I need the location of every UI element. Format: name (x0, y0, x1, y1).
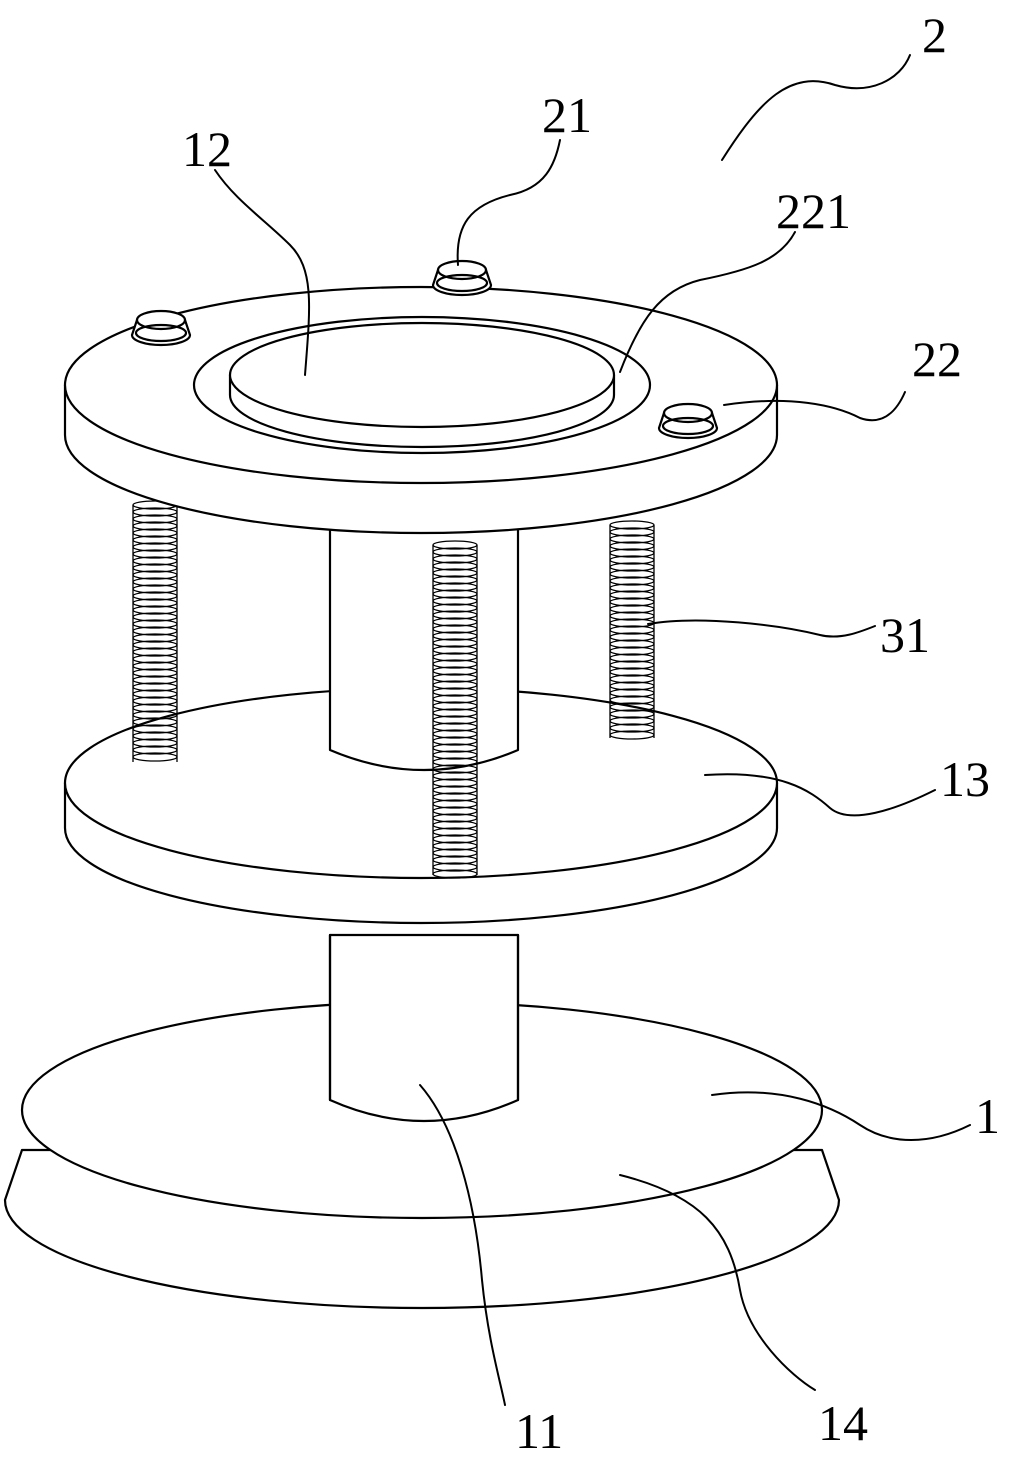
lower-column (328, 933, 520, 1123)
springs (132, 500, 655, 879)
pin-center (431, 259, 493, 297)
part-labels: 2 21 12 221 22 31 13 1 11 14 (182, 7, 1000, 1457)
middle-plate (63, 686, 779, 925)
label-221: 221 (776, 183, 851, 239)
label-13: 13 (940, 751, 990, 807)
leader-14 (619, 1174, 816, 1391)
label-11: 11 (515, 1403, 563, 1457)
top-plate (63, 259, 779, 535)
label-1: 1 (975, 1088, 1000, 1144)
label-14: 14 (818, 1395, 868, 1451)
leader-11 (419, 1084, 506, 1406)
leader-12 (214, 169, 311, 376)
leader-1 (711, 1091, 971, 1141)
leader-21 (456, 139, 561, 266)
label-12: 12 (182, 121, 232, 177)
label-21: 21 (542, 87, 592, 143)
spring-right (609, 520, 655, 740)
leader-2 (721, 54, 911, 161)
pin-right (657, 402, 719, 440)
label-2: 2 (922, 7, 947, 63)
spring-front (432, 540, 478, 879)
pin-left (130, 309, 192, 347)
leader-lines (214, 54, 971, 1406)
leader-221 (619, 231, 796, 373)
label-22: 22 (912, 331, 962, 387)
leader-22 (723, 391, 906, 422)
upper-column (328, 503, 520, 772)
leader-13 (704, 773, 936, 817)
center-disc (228, 321, 616, 449)
leader-31 (647, 619, 876, 638)
label-31: 31 (880, 607, 930, 663)
